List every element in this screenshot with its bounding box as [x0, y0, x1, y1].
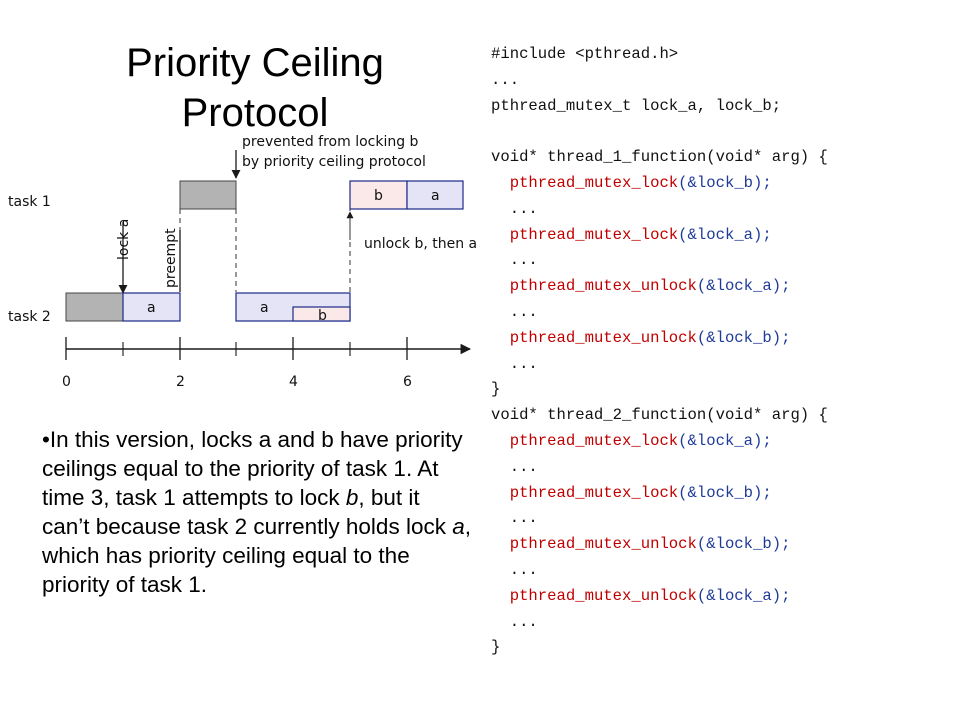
bullet-paragraph: •In this version, locks a and b have pri…	[42, 425, 472, 599]
code-line: ...	[491, 612, 538, 631]
task1-b-label: b	[374, 188, 383, 204]
code-argument: (&lock_b);	[678, 483, 772, 502]
code-line: pthread_mutex_unlock(&lock_a);	[491, 584, 828, 610]
code-function-call: pthread_mutex_lock	[509, 483, 679, 502]
task2-label: task 2	[8, 309, 51, 325]
code-line: pthread_mutex_unlock(&lock_a);	[491, 274, 828, 300]
code-line: ...	[491, 251, 538, 270]
task2-b-block	[292, 306, 351, 322]
code-function-call: pthread_mutex_unlock	[509, 328, 697, 347]
tick-label-4: 4	[289, 374, 298, 390]
bullet-text-2: , but it can’t because task 2 currently …	[42, 485, 453, 539]
annot-unlock: unlock b, then a	[364, 236, 477, 252]
code-argument: (&lock_a);	[696, 277, 791, 296]
task2-gray-block	[65, 292, 124, 322]
code-function-call: pthread_mutex_lock	[509, 225, 679, 244]
code-indent	[491, 277, 510, 295]
code-argument: (&lock_b);	[678, 173, 772, 192]
bullet-text-a: a	[452, 514, 465, 539]
code-line: pthread_mutex_unlock(&lock_b);	[491, 532, 828, 558]
code-line: ...	[491, 354, 538, 373]
code-indent	[491, 535, 510, 553]
tick-label-0: 0	[62, 374, 71, 390]
code-argument: (&lock_b);	[696, 328, 791, 347]
code-line: ...	[491, 509, 538, 528]
slide-title: Priority Ceiling Protocol	[100, 38, 410, 138]
bullet-text-3: , which has priority ceiling equal to th…	[42, 514, 471, 597]
tick-label-2: 2	[176, 374, 185, 390]
title-line-2: Protocol	[181, 91, 329, 135]
code-argument: (&lock_a);	[696, 586, 791, 605]
code-line: pthread_mutex_lock(&lock_a);	[491, 223, 828, 249]
code-function-call: pthread_mutex_unlock	[509, 586, 697, 605]
task1-label: task 1	[8, 194, 51, 210]
timing-diagram: task 1 task 2 prevented from locking b b…	[8, 134, 477, 390]
code-line: }	[491, 380, 501, 399]
code-line: pthread_mutex_lock(&lock_a);	[491, 429, 828, 455]
bullet-marker: •	[42, 427, 50, 452]
task1-a-block	[406, 180, 464, 210]
annot-lock-a: lock a	[116, 219, 132, 260]
code-indent	[491, 226, 510, 244]
annot-prevented-line1: prevented from locking b	[242, 134, 419, 150]
code-line: ...	[491, 302, 538, 321]
code-line: pthread_mutex_lock(&lock_b);	[491, 171, 828, 197]
code-argument: (&lock_a);	[678, 225, 772, 244]
code-function-call: pthread_mutex_lock	[509, 173, 679, 192]
code-argument: (&lock_b);	[696, 535, 791, 554]
tick-label-6: 6	[403, 374, 412, 390]
code-line: ...	[491, 70, 520, 89]
task1-b-block	[349, 180, 408, 210]
code-indent	[491, 432, 510, 450]
task2-a-block-1	[122, 292, 181, 322]
code-line: ...	[491, 560, 538, 579]
task1-gray-block	[179, 180, 237, 210]
task1-a-label: a	[431, 188, 440, 204]
code-indent	[491, 484, 510, 502]
code-line: void* thread_2_function(void* arg) {	[491, 406, 828, 425]
code-function-call: pthread_mutex_unlock	[509, 535, 697, 554]
code-argument: (&lock_a);	[678, 431, 772, 450]
code-line	[491, 119, 828, 145]
task2-b-label: b	[318, 308, 327, 324]
code-function-call: pthread_mutex_lock	[509, 431, 679, 450]
code-listing: #include <pthread.h>... pthread_mutex_t l…	[491, 42, 828, 661]
code-line: pthread_mutex_t lock_a, lock_b;	[491, 96, 782, 115]
code-indent	[491, 174, 510, 192]
code-line: void* thread_1_function(void* arg) {	[491, 148, 828, 167]
code-line: pthread_mutex_lock(&lock_b);	[491, 481, 828, 507]
annot-preempt: preempt	[163, 228, 179, 288]
code-indent	[491, 329, 510, 347]
bullet-text-1: In this version, locks a and b have prio…	[42, 427, 463, 510]
code-line: }	[491, 638, 501, 657]
code-line: ...	[491, 199, 538, 218]
code-indent	[491, 587, 510, 605]
task2-a-label-1: a	[147, 300, 156, 316]
code-line: ...	[491, 457, 538, 476]
code-line: pthread_mutex_unlock(&lock_b);	[491, 326, 828, 352]
title-line-1: Priority Ceiling	[126, 41, 384, 85]
code-function-call: pthread_mutex_unlock	[509, 277, 697, 296]
bullet-text-b: b	[345, 485, 359, 510]
code-line: #include <pthread.h>	[491, 45, 679, 63]
task2-a-label-2: a	[260, 300, 269, 316]
annot-prevented-line2: by priority ceiling protocol	[242, 154, 426, 170]
